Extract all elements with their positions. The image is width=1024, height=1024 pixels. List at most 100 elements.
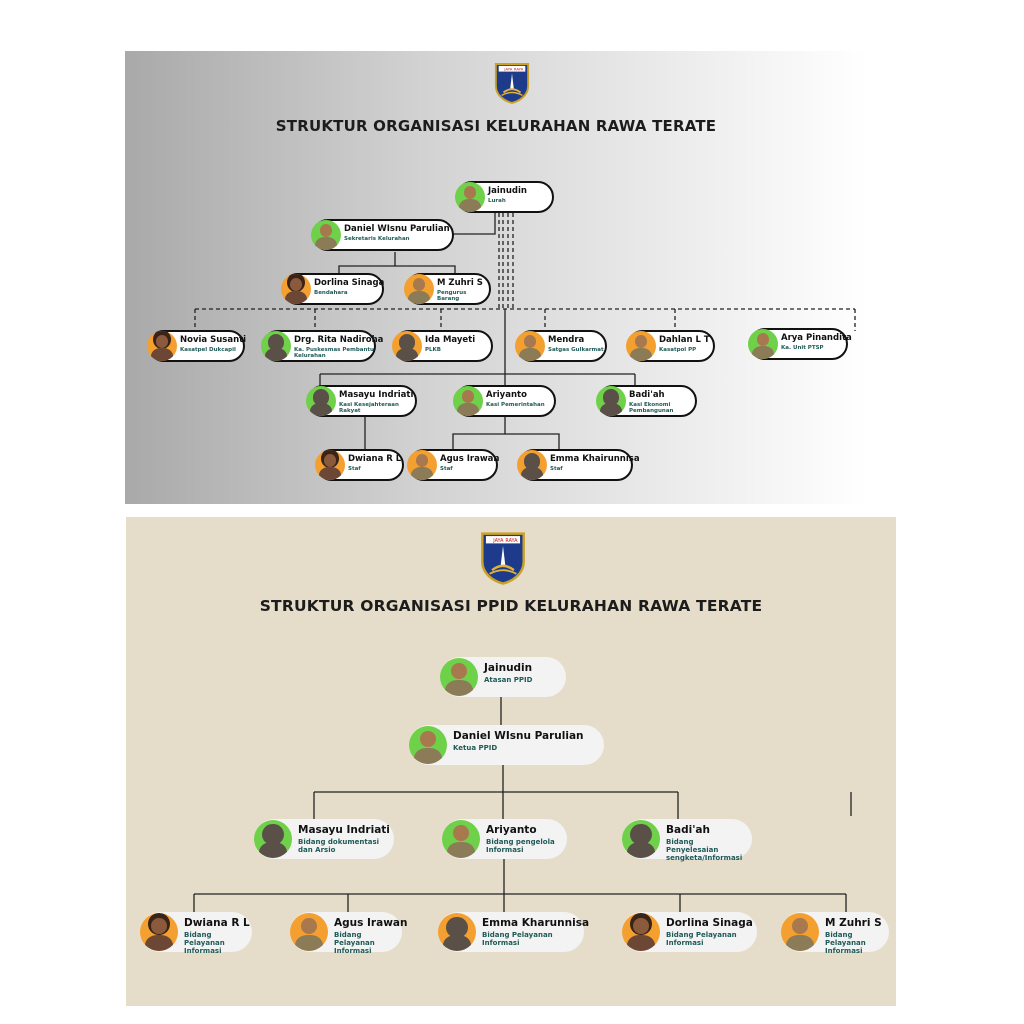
connector-lines [194, 213, 856, 451]
person-name: Ariyanto [486, 390, 527, 400]
person-name: Daniel WIsnu Parulian [344, 224, 450, 234]
person-name: Masayu Indriati [298, 824, 390, 836]
avatar [392, 331, 422, 361]
avatar [315, 450, 345, 480]
person-name: Agus Irawan [440, 454, 500, 464]
avatar [781, 913, 819, 951]
person-name: Jainudin [484, 662, 533, 674]
person-name: Dwiana R L [184, 917, 250, 929]
person-role: Kasatpel Dukcapil [180, 347, 236, 353]
svg-text:RAYA: RAYA [505, 538, 518, 544]
person-name: Dwiana R L [348, 454, 402, 464]
person-role: Bidang pengelola Informasi [486, 838, 555, 855]
avatar [306, 386, 336, 416]
person-name: Emma Kharunnisa [482, 917, 590, 929]
person-role: Ka. Puskesmas Pembantu Kelurahan [294, 347, 374, 360]
avatar [455, 182, 485, 212]
person-role: Bidang Pelayanan Informasi [825, 931, 866, 956]
person-role: Bidang Pelayanan Informasi [334, 931, 375, 956]
person-role: Bidang Pelayanan Informasi [184, 931, 225, 956]
avatar [407, 450, 437, 480]
person-role: Bidang Penyelesaian sengketa/Informasi [666, 838, 743, 863]
avatar [596, 386, 626, 416]
chart-title: STRUKTUR ORGANISASI PPID KELURAHAN RAWA … [259, 597, 763, 615]
person-role: PLKB [425, 347, 441, 353]
org-node-dwiana: Dwiana R L Staf [315, 449, 404, 481]
person-name: Daniel WIsnu Parulian [453, 730, 584, 742]
person-name: Mendra [548, 335, 585, 345]
avatar [254, 820, 292, 858]
jakarta-emblem-icon: JAYA RAYA [481, 532, 525, 585]
person-role: Bidang Pelayanan Informasi [666, 931, 737, 948]
avatar [517, 450, 547, 480]
person-name: Agus Irawan [334, 917, 408, 929]
person-role: Ka. Unit PTSP [781, 345, 824, 351]
avatar [311, 220, 341, 250]
person-role: Staf [348, 466, 361, 472]
svg-text:JAYA: JAYA [503, 67, 512, 72]
person-role: Sekretaris Kelurahan [344, 236, 410, 242]
person-role: Bendahara [314, 290, 348, 296]
person-name: M Zuhri S [437, 278, 483, 288]
person-name: Badi'ah [666, 824, 710, 836]
svg-text:JAYA: JAYA [492, 538, 504, 544]
avatar [442, 820, 480, 858]
person-role: Satgas Gulkarmat [548, 347, 604, 353]
avatar [404, 274, 434, 304]
avatar [626, 331, 656, 361]
org-chart-kelurahan: JAYA RAYA STRUKTUR ORGANISASI KELURAHAN … [125, 51, 867, 504]
avatar [748, 329, 778, 359]
avatar [147, 331, 177, 361]
person-role: Staf [440, 466, 453, 472]
avatar [622, 820, 660, 858]
person-role: Atasan PPID [484, 676, 533, 684]
avatar [261, 331, 291, 361]
person-name: Dahlan L T [659, 335, 710, 345]
person-role: Staf [550, 466, 563, 472]
jakarta-emblem-icon: JAYA RAYA [494, 63, 530, 104]
avatar [281, 274, 311, 304]
person-name: Jainudin [488, 186, 527, 196]
person-name: Dorlina Sinaga [314, 278, 385, 288]
avatar [453, 386, 483, 416]
person-name: Dorlina Sinaga [666, 917, 753, 929]
person-name: Novia Susanti [180, 335, 247, 345]
org-chart-ppid: JAYA RAYA STRUKTUR ORGANISASI PPID KELUR… [126, 517, 896, 1006]
avatar [409, 726, 447, 764]
person-role: Kasatpol PP [659, 347, 697, 353]
person-name: Arya Pinandita [781, 333, 852, 343]
person-role: Bidang Pelayanan Informasi [482, 931, 553, 948]
person-role: Kasi Kesejahteraan Rakyat [339, 402, 399, 415]
person-role: Pengurus Barang [437, 290, 467, 303]
avatar [140, 913, 178, 951]
avatar [438, 913, 476, 951]
avatar [622, 913, 660, 951]
avatar [290, 913, 328, 951]
person-name: Masayu Indriati [339, 390, 414, 400]
person-role: Kasi Pemerintahan [486, 402, 545, 408]
person-role: Lurah [488, 198, 506, 204]
org-node-dahlan: Dahlan L T Kasatpol PP [626, 330, 715, 362]
person-name: Badi'ah [629, 390, 665, 400]
avatar [515, 331, 545, 361]
org-node-zuhri: M Zuhri S Pengurus Barang [404, 273, 491, 305]
avatar [440, 658, 478, 696]
